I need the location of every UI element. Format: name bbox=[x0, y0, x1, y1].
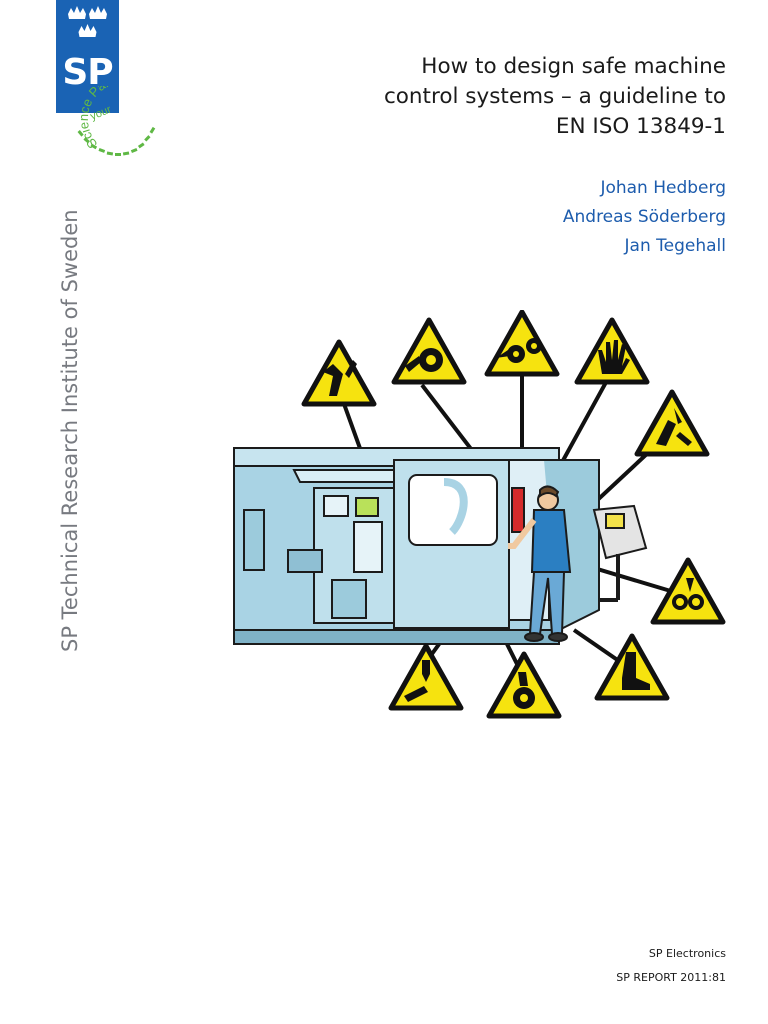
rotating-roller-hazard-icon bbox=[394, 320, 464, 382]
institute-vertical-title: SP Technical Research Institute of Swede… bbox=[58, 209, 82, 652]
author-name: Jan Tegehall bbox=[624, 236, 726, 256]
cnc-lathe-machine bbox=[233, 447, 600, 645]
title-line: control systems – a guideline to bbox=[383, 84, 726, 109]
author-name: Andreas Söderberg bbox=[562, 207, 726, 227]
author-name: Johan Hedberg bbox=[600, 178, 726, 198]
sliding-part-hazard-icon bbox=[637, 392, 707, 454]
sp-logo: SP bbox=[56, 0, 119, 113]
entanglement-hazard-icon bbox=[653, 560, 723, 622]
department-name: SP Electronics bbox=[648, 947, 726, 960]
svg-text:Science Partner: Science Partner bbox=[76, 86, 135, 151]
science-partner-tagline: your Science Partner bbox=[76, 86, 156, 156]
machine-operator-figure bbox=[508, 485, 572, 642]
foot-crushing-hazard-icon bbox=[597, 636, 667, 698]
drill-hazard-icon bbox=[391, 646, 461, 708]
crushing-hazard-icon bbox=[304, 342, 374, 404]
report-number: SP REPORT 2011:81 bbox=[616, 971, 726, 984]
three-crowns-icon bbox=[68, 6, 107, 37]
report-footer: SP Electronics SP REPORT 2011:81 bbox=[616, 942, 726, 990]
rotating-wheel-hazard-icon bbox=[489, 654, 559, 716]
logo-wordmark: SP bbox=[62, 52, 113, 93]
author-list: Johan Hedberg Andreas Söderberg Jan Tege… bbox=[563, 174, 726, 261]
control-panel bbox=[592, 504, 648, 602]
machine-hazard-illustration bbox=[233, 310, 734, 730]
gear-entanglement-hazard-icon bbox=[487, 312, 557, 374]
tagline-science-partner: Science Partner bbox=[76, 86, 135, 151]
report-title: How to design safe machine control syste… bbox=[306, 52, 726, 142]
title-line: How to design safe machine bbox=[421, 54, 726, 79]
tagline-dashes bbox=[77, 126, 156, 156]
hand-hazard-icon bbox=[577, 320, 647, 382]
title-line: EN ISO 13849-1 bbox=[555, 114, 726, 139]
